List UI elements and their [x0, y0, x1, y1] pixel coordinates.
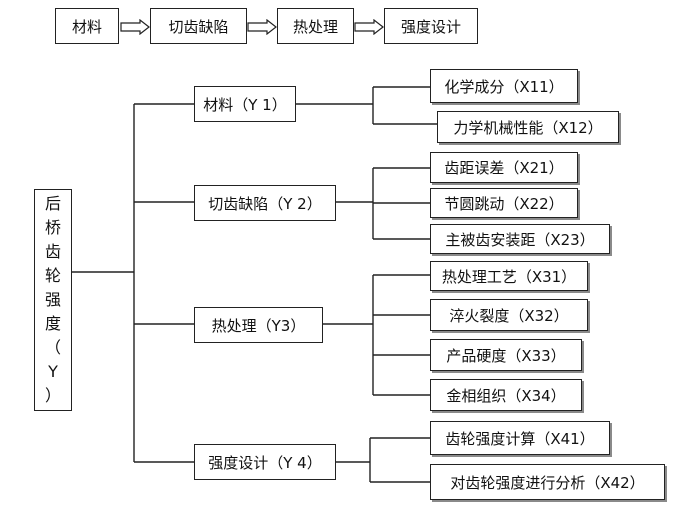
- root-node-rear-axle-gear-strength: 后 桥 齿 轮 强 度 （ Y ）: [34, 189, 72, 411]
- flow-step-cutting-defects: 切齿缺陷: [150, 8, 247, 44]
- leaf-node-x34: 金相组织（X34）: [430, 379, 582, 411]
- root-char: 强: [44, 290, 61, 309]
- root-char: Y: [48, 362, 58, 381]
- leaf-node-x41: 齿轮强度计算（X41）: [430, 421, 610, 455]
- flow-step-heat-treatment: 热处理: [277, 8, 354, 44]
- flow-step-strength-design: 强度设计: [384, 8, 478, 44]
- leaf-node-x32: 淬火裂度（X32）: [430, 299, 588, 331]
- flow-arrow-1: [120, 19, 150, 35]
- leaf-node-x42: 对齿轮强度进行分析（X42）: [430, 464, 665, 500]
- root-char: 度: [44, 314, 61, 333]
- branch-node-heat-treatment: 热处理（Y3）: [194, 307, 323, 343]
- root-char: 后: [44, 194, 61, 213]
- leaf-node-x11: 化学成分（X11）: [430, 69, 578, 103]
- root-char: 桥: [44, 218, 61, 237]
- branch-node-cutting-defects: 切齿缺陷（Y 2）: [194, 185, 336, 221]
- leaf-node-x23: 主被齿安装距（X23）: [430, 224, 610, 254]
- leaf-node-x21: 齿距误差（X21）: [430, 152, 578, 183]
- root-char: 轮: [44, 266, 61, 285]
- root-char: 齿: [44, 242, 61, 261]
- flow-step-materials: 材料: [55, 8, 119, 44]
- root-char: ）: [44, 386, 61, 405]
- branch-node-materials: 材料（Y 1）: [194, 86, 296, 122]
- branch-node-strength-design: 强度设计（Y 4）: [194, 444, 336, 480]
- root-char: （: [44, 338, 61, 357]
- leaf-node-x31: 热处理工艺（X31）: [430, 261, 588, 291]
- flow-arrow-2: [247, 19, 277, 35]
- leaf-node-x33: 产品硬度（X33）: [430, 339, 582, 371]
- leaf-node-x22: 节圆跳动（X22）: [430, 188, 578, 218]
- flow-arrow-3: [354, 19, 384, 35]
- leaf-node-x12: 力学机械性能（X12）: [437, 111, 619, 143]
